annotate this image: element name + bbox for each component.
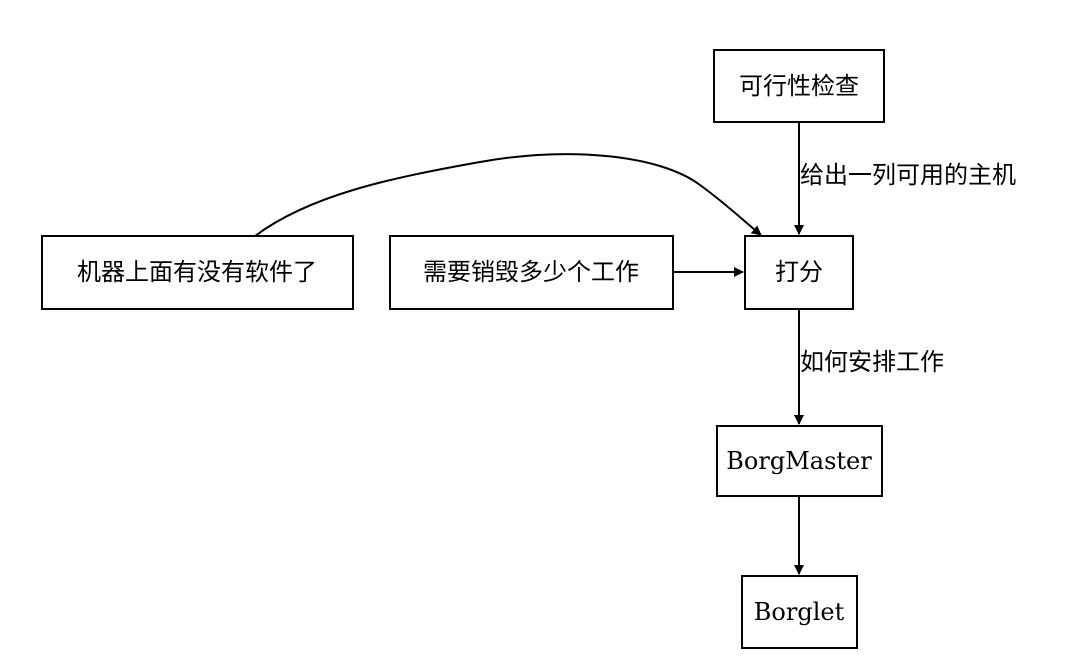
node-borgmaster-box	[716, 425, 883, 497]
node-scoring-box	[744, 235, 854, 310]
node-scoring: 打分	[744, 235, 854, 310]
node-feasibility: 可行性检查	[713, 49, 885, 123]
edge-label-how-to-place: 如何安排工作	[800, 348, 944, 376]
node-software-box	[41, 235, 354, 310]
edges	[254, 122, 804, 575]
edge-labels: 给出一列可用的主机 如何安排工作	[800, 161, 1016, 376]
node-preempt: 需要销毁多少个工作	[389, 235, 674, 310]
node-preempt-box	[389, 235, 674, 310]
node-borglet-box	[741, 575, 858, 649]
edge-software-to-scoring	[254, 153, 762, 237]
node-scoring-label: 打分	[775, 258, 823, 286]
node-software: 机器上面有没有软件了	[41, 235, 354, 310]
node-borglet: Borglet	[741, 575, 858, 649]
node-feasibility-label: 可行性检查	[739, 72, 859, 100]
node-borgmaster-label: BorgMaster	[726, 447, 872, 475]
edge-label-available-hosts: 给出一列可用的主机	[800, 161, 1016, 189]
node-feasibility-box	[713, 49, 885, 123]
node-borgmaster: BorgMaster	[716, 425, 883, 497]
node-preempt-label: 需要销毁多少个工作	[423, 258, 639, 286]
node-borglet-label: Borglet	[754, 598, 845, 626]
node-software-label: 机器上面有没有软件了	[77, 258, 317, 286]
